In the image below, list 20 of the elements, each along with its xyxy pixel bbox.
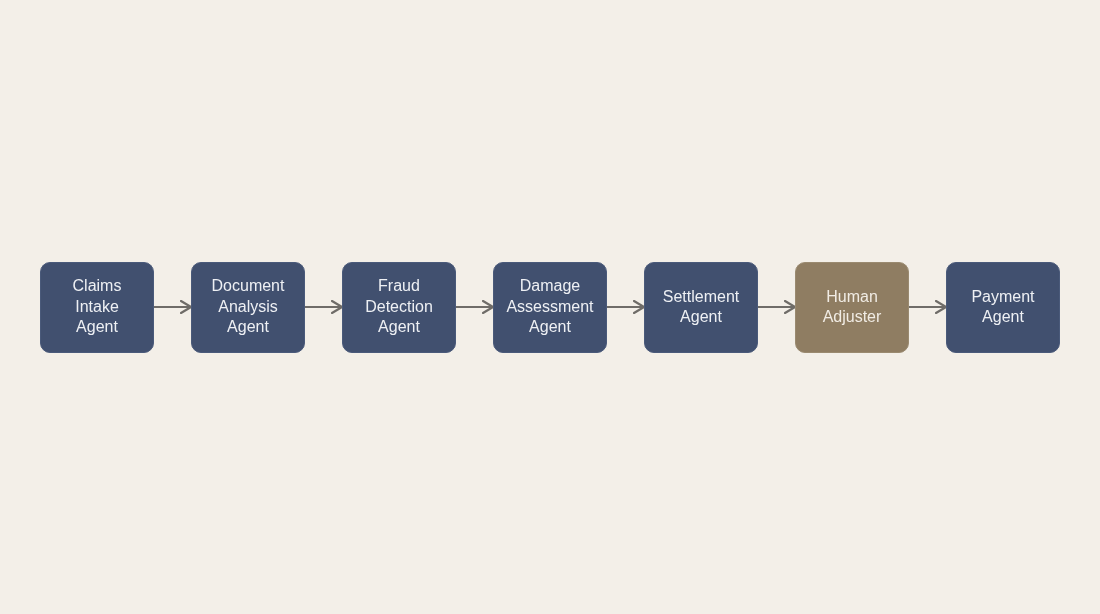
arrow [154, 299, 193, 315]
arrow [305, 299, 344, 315]
process-box [795, 261, 909, 353]
box-label: Claims Intake Agent [71, 276, 123, 338]
box-label: Fraud Detection Agent [364, 276, 434, 338]
box-label: Damage Assessment Agent [505, 276, 595, 338]
process-box [493, 261, 607, 353]
arrow [758, 299, 797, 315]
process-box [40, 261, 154, 353]
box-label: Settlement Agent [661, 286, 741, 327]
arrow [909, 299, 948, 315]
arrow [456, 299, 495, 315]
arrow [607, 299, 646, 315]
process-box [342, 261, 456, 353]
process-box [644, 261, 758, 353]
box-label: Payment Agent [970, 286, 1036, 327]
process-box [191, 261, 305, 353]
box-label: Document Analysis Agent [210, 276, 286, 338]
process-box [946, 261, 1060, 353]
box-label: Human Adjuster [821, 286, 883, 327]
